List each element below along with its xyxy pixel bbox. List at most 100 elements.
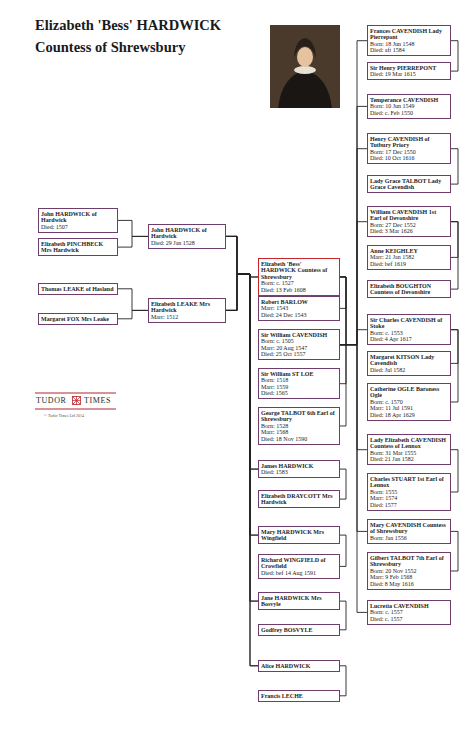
person-box: Henry CAVENDISH of Tutbury PrioryBorn: 1… — [367, 133, 451, 164]
logo-word: TIMES — [84, 396, 111, 405]
person-box: Richard WINGFIELD of CrowfieldDied: bef … — [258, 554, 340, 579]
person-box: William CAVENDISH 1st Earl of Devonshire… — [367, 206, 451, 237]
person-name: Frances CAVENDISH Lady Pierrepont — [370, 28, 448, 41]
person-name: Lucretia CAVENDISH — [370, 603, 448, 610]
person-name: Elizabeth DRAYCOTT Mrs Hardwick — [261, 493, 337, 506]
family-line — [226, 236, 258, 535]
person-date: Born: Jan 1556 — [370, 535, 448, 542]
person-box: Catherine OGLE Baroness OgleBorn: c. 157… — [367, 383, 451, 421]
person-date: Marr: 21 Jan 1582 — [370, 254, 448, 261]
person-box: Margaret KITSON Lady CavendishDied: Jul … — [367, 351, 451, 376]
person-name: Alice HARDWICK — [261, 663, 337, 670]
person-box: Sir William CAVENDISHBorn: c. 1505Marr: … — [258, 329, 340, 360]
person-date: Marr: 1543 — [261, 305, 337, 312]
person-date: Born: 10 Jun 1549 — [370, 103, 448, 110]
family-line — [451, 222, 458, 289]
person-date: Marr: 20 Aug 1547 — [261, 345, 337, 352]
family-line — [340, 277, 346, 384]
person-name: Francis LECHE — [261, 693, 337, 700]
person-box: Temperance CAVENDISHBorn: 10 Jun 1549Die… — [367, 94, 451, 119]
person-box: Sir Henry PIERREPONTDied: 19 Mar 1615 — [367, 62, 451, 80]
person-date: Marr: 1559 — [261, 384, 337, 391]
person-name: Anne KEIGHLEY — [370, 248, 448, 255]
person-date: Died: 1507 — [41, 224, 115, 231]
family-line — [340, 345, 367, 450]
person-box: Anne KEIGHLEYMarr: 21 Jan 1582Died: bef … — [367, 245, 451, 270]
family-line — [340, 149, 367, 345]
person-box: Sir Charles CAVENDISH of StokeBorn: c. 1… — [367, 314, 451, 345]
family-line — [340, 277, 346, 308]
person-box: Elizabeth 'Bess' HARDWICK Countess of Sh… — [258, 258, 340, 296]
person-name: Margaret KITSON Lady Cavendish — [370, 354, 448, 367]
person-name: Sir Henry PIERREPONT — [370, 65, 448, 72]
family-line — [451, 450, 458, 492]
logo-rule — [35, 409, 116, 410]
family-line — [118, 220, 148, 236]
person-name: Elizabeth BOUGHTON Countess of Devonshir… — [370, 283, 448, 296]
family-line — [226, 274, 258, 601]
person-date: Born: c. 1557 — [370, 609, 448, 616]
person-box: Lucretia CAVENDISHBorn: c. 1557Died: c. … — [367, 600, 451, 625]
family-line — [451, 41, 458, 71]
person-name: Catherine OGLE Baroness Ogle — [370, 386, 448, 399]
family-line — [451, 149, 458, 184]
person-name: Lady Elizabeth CAVENDISH Countess of Len… — [370, 437, 448, 450]
person-name: Jane HARDWICK Mrs Bosvyle — [261, 595, 337, 608]
person-date: Died: 25 Oct 1557 — [261, 351, 337, 358]
person-date: Marr: 1574 — [370, 495, 448, 502]
person-date: Died: 3 Mar 1626 — [370, 228, 448, 235]
person-name: Lady Grace TALBOT Lady Grace Cavendish — [370, 178, 448, 191]
person-box: Francis LECHE — [258, 690, 340, 702]
portrait-face — [297, 47, 313, 67]
person-date: Born: 1555 — [370, 489, 448, 496]
copyright-note: © Tudor Times Ltd 2014 — [44, 413, 84, 418]
logo-word: TUDOR — [36, 396, 67, 405]
person-date: Born: 17 Dec 1550 — [370, 149, 448, 156]
portrait-hood — [294, 38, 316, 58]
person-date: Died: Jul 1582 — [370, 367, 448, 374]
person-date: Died: bef 14 Aug 1591 — [261, 570, 337, 577]
person-date: Died: 18 Apr 1629 — [370, 412, 448, 419]
family-line — [451, 330, 458, 402]
person-date: Died: 19 Mar 1615 — [370, 71, 448, 78]
person-date: Born: 18 Jun 1548 — [370, 41, 448, 48]
person-date: Died: 10 Oct 1616 — [370, 155, 448, 162]
person-date: Born: c. 1505 — [261, 338, 337, 345]
person-name: Mary CAVENDISH Countess of Shrewsbury — [370, 522, 448, 535]
person-name: Elizabeth PINCHBECK Mrs Hardwick — [41, 241, 115, 254]
person-date: Marr: 1568 — [261, 429, 337, 436]
person-date: Died: 1577 — [370, 502, 448, 509]
person-box: Godfrey BOSVYLE — [258, 624, 340, 636]
person-name: Elizabeth 'Bess' HARDWICK Countess of Sh… — [261, 261, 337, 281]
person-box: Alice HARDWICK — [258, 660, 340, 672]
diagram-title: Elizabeth 'Bess' HARDWICK Countess of Sh… — [35, 14, 270, 58]
portrait-ruff — [294, 66, 316, 74]
person-box: George TALBOT 6th Earl of ShrewsburyBorn… — [258, 407, 340, 445]
person-box: Frances CAVENDISH Lady PierrepontBorn: 1… — [367, 25, 451, 56]
person-date: Marr: 1512 — [151, 314, 223, 321]
family-line — [340, 277, 346, 426]
person-date: Born: c. 1553 — [370, 330, 448, 337]
family-line — [226, 236, 258, 665]
person-name: Godfrey BOSVYLE — [261, 627, 337, 634]
family-line — [340, 222, 367, 345]
family-line — [340, 469, 346, 499]
person-date: Died: 13 Feb 1608 — [261, 287, 337, 294]
family-line — [340, 106, 367, 344]
person-box: Gilbert TALBOT 7th Earl of ShrewsburyBor… — [367, 552, 451, 590]
person-date: Died: 1583 — [261, 469, 337, 476]
family-line — [340, 345, 367, 532]
person-date: Died: 8 May 1616 — [370, 581, 448, 588]
family-line — [226, 274, 258, 666]
person-name: Sir William CAVENDISH — [261, 332, 337, 339]
person-box: Mary CAVENDISH Countess of ShrewsburyBor… — [367, 519, 451, 544]
person-box: Lady Grace TALBOT Lady Grace Cavendish — [367, 175, 451, 193]
person-name: William CAVENDISH 1st Earl of Devonshire — [370, 209, 448, 222]
family-line — [340, 345, 367, 613]
person-name: Elizabeth LEAKE Mrs Hardwick — [151, 301, 223, 314]
person-name: Richard WINGFIELD of Crowfield — [261, 557, 337, 570]
person-box: Mary HARDWICK Mrs Wingfield — [258, 526, 340, 544]
person-box: Charles STUART 1st Earl of LennoxBorn: 1… — [367, 473, 451, 511]
logo-symbol — [73, 397, 81, 405]
person-date: Born: 20 Nov 1552 — [370, 568, 448, 575]
